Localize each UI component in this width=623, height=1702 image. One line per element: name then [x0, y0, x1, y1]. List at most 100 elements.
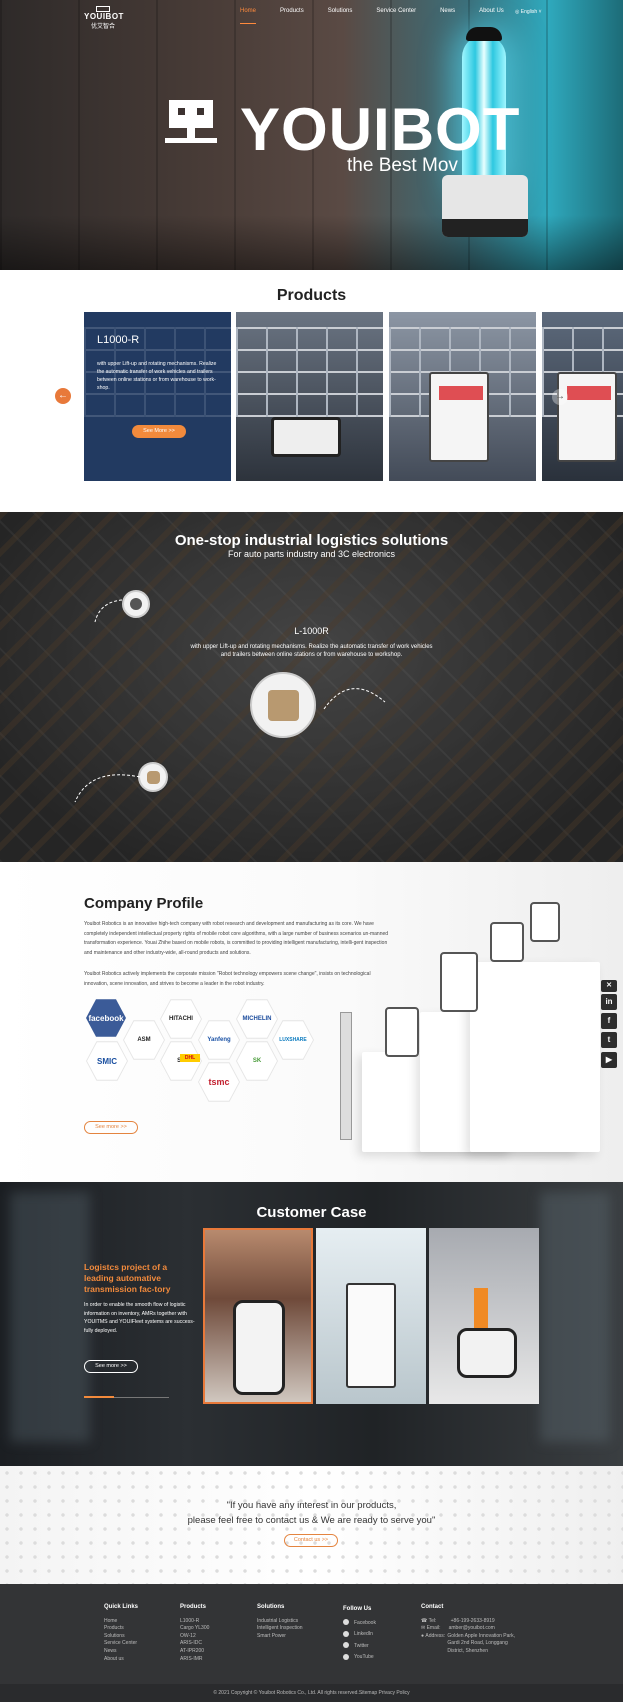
footer-link-label: LinkedIn — [354, 1631, 373, 1637]
robot-hotspot[interactable] — [122, 590, 150, 618]
footer-youtube-link[interactable]: YouTube — [343, 1652, 376, 1664]
partner-hitachi: HITACHI — [161, 1000, 201, 1038]
footer-link[interactable]: Home — [104, 1617, 118, 1624]
footer-link[interactable]: AT-IPR200 — [180, 1647, 205, 1654]
footer-heading: Contact — [421, 1604, 444, 1610]
arrow-right-icon: → — [555, 391, 565, 402]
site-footer: Quick Links Home Products Solutions Serv… — [0, 1584, 623, 1702]
footer-solutions: Solutions Industrial Logistics Intellige… — [257, 1604, 303, 1640]
case-see-more-button[interactable]: See more >> — [84, 1360, 138, 1373]
chevron-down-icon: ˅ — [538, 9, 542, 15]
shelf-hotspot[interactable] — [250, 672, 316, 738]
language-label: English — [520, 9, 538, 15]
twitter-icon[interactable]: t — [601, 1032, 617, 1048]
footer-twitter-link[interactable]: Twitter — [343, 1641, 376, 1653]
product-name: L1000-R — [97, 334, 140, 346]
nav-home[interactable]: Home — [240, 8, 257, 24]
footer-link[interactable]: Products — [104, 1625, 124, 1632]
facebook-icon[interactable]: f — [601, 1013, 617, 1029]
footer-link[interactable]: ARIS-IDC — [180, 1640, 202, 1647]
footer-link[interactable]: ARIS-IMR — [180, 1655, 203, 1662]
case-image[interactable] — [429, 1228, 539, 1404]
case-title: Customer Case — [256, 1204, 367, 1221]
main-nav: Home Products Solutions Service Center N… — [240, 8, 528, 24]
contact-line-2: please feel free to contact us & We are … — [187, 1515, 436, 1526]
logistics-title: One-stop industrial logistics solutions — [174, 532, 449, 549]
hero-brand: YOUIBOT — [240, 96, 521, 163]
twitter-icon — [343, 1642, 349, 1649]
case-image[interactable] — [316, 1228, 426, 1404]
stair-block — [470, 962, 600, 1152]
footer-products: Products L1000-R Cargo YL300 OW-12 ARIS-… — [180, 1604, 209, 1663]
partner-dhl: DHL — [180, 1054, 200, 1062]
see-more-button[interactable]: See More >> — [132, 425, 186, 438]
card-overlay — [84, 312, 231, 481]
contact-label: Address: — [425, 1632, 446, 1639]
case-image[interactable] — [203, 1228, 313, 1404]
contact-address: Golden Apple Innovation Park, Gardi 2nd … — [447, 1632, 515, 1654]
contact-phone[interactable]: +86-199-2633-8919 — [450, 1617, 495, 1624]
carousel-next-button[interactable]: → — [552, 389, 568, 405]
contact-line-1: "If you have any interest in our product… — [226, 1500, 397, 1511]
footer-link[interactable]: News — [104, 1647, 117, 1654]
partner-michelin: MICHELIN — [237, 1000, 277, 1038]
nav-solutions[interactable]: Solutions — [327, 8, 353, 14]
footer-contact: Contact ☎ Tel:+86-199-2633-8919 ✉ Email:… — [421, 1604, 531, 1656]
youtube-icon — [343, 1653, 349, 1660]
nav-about-us[interactable]: About Us — [479, 8, 504, 14]
phone-icon: ☎ — [421, 1617, 429, 1624]
profile-see-more-button[interactable]: See more >> — [84, 1121, 138, 1134]
footer-link[interactable]: About us — [104, 1655, 124, 1662]
product-card[interactable] — [389, 312, 536, 481]
product-card-featured[interactable]: L1000-R with upper Lift-up and rotating … — [84, 312, 231, 481]
robot-image — [457, 1328, 517, 1378]
globe-icon: ◎ — [515, 9, 520, 15]
profile-paragraph: Youibot Robotics is an innovative high-t… — [84, 921, 389, 956]
linkedin-icon[interactable]: in — [601, 994, 617, 1010]
nav-news[interactable]: News — [440, 8, 456, 14]
footer-heading: Quick Links — [104, 1604, 139, 1610]
footer-linkedin-link[interactable]: LinkedIn — [343, 1629, 376, 1641]
close-icon[interactable]: ✕ — [601, 980, 617, 992]
mail-icon: ✉ — [421, 1625, 427, 1632]
youtube-icon[interactable]: ▶ — [601, 1052, 617, 1068]
footer-link[interactable]: Service Center — [104, 1640, 138, 1647]
footer-link[interactable]: Intelligent Inspection — [257, 1625, 303, 1632]
footer-link[interactable]: Solutions — [104, 1632, 125, 1639]
nav-products[interactable]: Products — [280, 8, 304, 14]
robot-image — [385, 1007, 419, 1057]
footer-link[interactable]: Industrial Logistics — [257, 1617, 299, 1624]
partner-yanfeng: Yanfeng — [199, 1021, 239, 1059]
product-desc: with upper Lift-up and rotating mechanis… — [97, 361, 217, 391]
footer-link[interactable]: Smart Power — [257, 1632, 286, 1639]
product-card[interactable] — [542, 312, 623, 481]
partner-asm: ASM — [124, 1021, 164, 1059]
products-title: Products — [276, 287, 347, 304]
logistics-desc-2: and trailers between online stations or … — [220, 652, 403, 658]
case-bg-blur — [10, 1192, 90, 1442]
footer-link[interactable]: L1000-R — [180, 1617, 200, 1624]
carousel-prev-button[interactable]: ← — [55, 388, 71, 404]
arrow-left-icon: ← — [58, 390, 68, 401]
case-pager[interactable] — [84, 1397, 169, 1398]
logo-icon — [96, 6, 110, 12]
language-selector[interactable]: ◎ English ˅ — [515, 9, 541, 15]
case-pager-active — [84, 1396, 114, 1398]
route-arrows — [74, 599, 386, 803]
case-headline: Logistcs project of a leading automative… — [84, 1262, 171, 1294]
footer-heading: Solutions — [257, 1604, 285, 1610]
partner-luxshare: LUXSHARE — [273, 1021, 313, 1059]
site-logo[interactable]: YOUIBOT 优艾智合 — [84, 6, 123, 30]
footer-link[interactable]: Cargo YL300 — [180, 1625, 210, 1632]
youibot-logo-icon — [165, 100, 217, 143]
nav-service-center[interactable]: Service Center — [376, 8, 417, 14]
footer-link[interactable]: OW-12 — [180, 1632, 196, 1639]
contact-email[interactable]: amber@youibot.com — [448, 1625, 495, 1632]
contact-us-button[interactable]: Contact us >> — [284, 1534, 338, 1547]
product-card[interactable] — [236, 312, 383, 481]
partner-sk: SK — [237, 1042, 277, 1080]
profile-title: Company Profile — [84, 895, 204, 912]
footer-facebook-link[interactable]: Facebook — [343, 1618, 376, 1630]
logistics-subtitle: For auto parts industry and 3C electroni… — [227, 549, 396, 559]
partner-facebook: facebook — [86, 999, 126, 1037]
